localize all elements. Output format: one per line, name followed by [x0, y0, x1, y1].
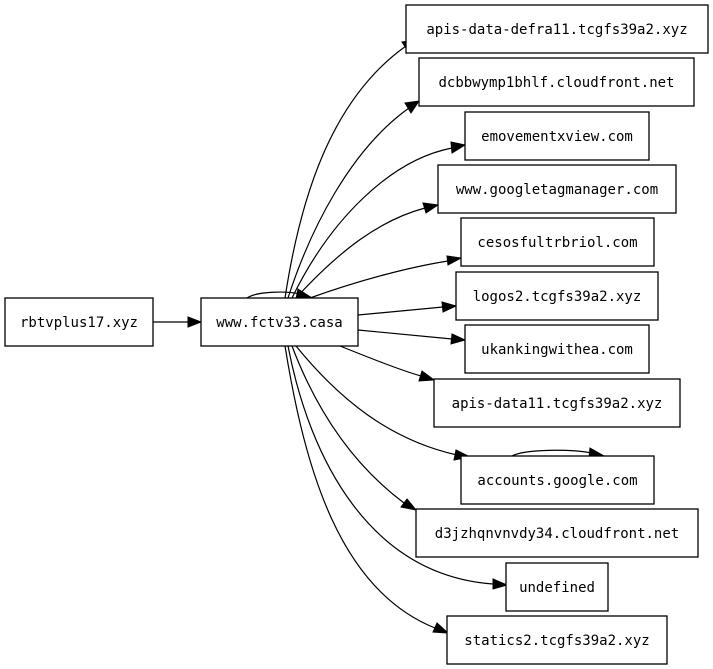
- arrow-head: [418, 370, 436, 382]
- edge-hub-self-loop: [246, 291, 301, 299]
- edge-hub-to-apis-data-defra11: [284, 45, 407, 299]
- edge-hub-to-ukankingwithea: [357, 329, 453, 340]
- arrow-head: [432, 622, 450, 634]
- edge-hub-to-cesosfultrbriol: [309, 260, 449, 299]
- node-label-rbtvplus17: rbtvplus17.xyz: [20, 315, 138, 331]
- node-emovementxview[interactable]: emovementxview.com: [464, 111, 650, 161]
- node-d3jzhqnvnvdy34[interactable]: d3jzhqnvnvdy34.cloudfront.net: [415, 508, 699, 558]
- edge-hub-to-dcbbwymp1bhlf: [287, 107, 410, 299]
- node-rbtvplus17[interactable]: rbtvplus17.xyz: [4, 297, 154, 347]
- arrow-head: [422, 202, 440, 214]
- node-label-apis-data-defra11: apis-data-defra11.tcgfs39a2.xyz: [426, 22, 687, 38]
- edge-hub-to-apis-data11: [339, 345, 422, 377]
- node-label-fctv33: www.fctv33.casa: [216, 315, 342, 331]
- arrow-head: [450, 141, 467, 154]
- arrow-head: [441, 301, 458, 313]
- arrow-head: [404, 100, 421, 114]
- node-label-emovementxview: emovementxview.com: [481, 129, 633, 145]
- nodes: rbtvplus17.xyz www.fctv33.casa apis-data…: [4, 4, 709, 665]
- node-label-accounts-google: accounts.google.com: [477, 473, 637, 489]
- edge-hub-to-statics2: [284, 345, 436, 629]
- node-logos2[interactable]: logos2.tcgfs39a2.xyz: [455, 271, 659, 321]
- node-label-dcbbwymp1bhlf: dcbbwymp1bhlf.cloudfront.net: [438, 75, 674, 91]
- node-cesosfultrbriol[interactable]: cesosfultrbriol.com: [460, 217, 655, 267]
- edge-hub-to-d3jzhqnvnvdy34: [291, 345, 405, 504]
- arrow-head: [187, 316, 203, 328]
- node-ukankingwithea[interactable]: ukankingwithea.com: [464, 324, 650, 374]
- node-apis-data-defra11[interactable]: apis-data-defra11.tcgfs39a2.xyz: [405, 4, 709, 54]
- node-label-ukankingwithea: ukankingwithea.com: [481, 342, 633, 358]
- edges: [153, 39, 606, 634]
- node-googletagmanager[interactable]: www.googletagmanager.com: [437, 164, 677, 214]
- node-dcbbwymp1bhlf[interactable]: dcbbwymp1bhlf.cloudfront.net: [418, 57, 695, 107]
- arrow-head: [400, 498, 418, 511]
- edge-hub-to-accounts-google: [295, 345, 458, 456]
- node-label-undefined: undefined: [519, 580, 595, 596]
- node-label-apis-data11: apis-data11.tcgfs39a2.xyz: [452, 396, 663, 412]
- node-undefined[interactable]: undefined: [505, 562, 609, 612]
- node-label-cesosfultrbriol: cesosfultrbriol.com: [477, 235, 637, 251]
- node-label-d3jzhqnvnvdy34: d3jzhqnvnvdy34.cloudfront.net: [435, 526, 679, 542]
- node-label-logos2: logos2.tcgfs39a2.xyz: [473, 289, 642, 305]
- node-label-statics2: statics2.tcgfs39a2.xyz: [464, 633, 649, 649]
- node-label-googletagmanager: www.googletagmanager.com: [456, 182, 658, 198]
- edge-accounts-google-self-loop: [511, 449, 593, 457]
- edge-hub-to-undefined: [287, 345, 494, 585]
- edge-hub-to-googletagmanager: [295, 207, 426, 299]
- node-fctv33[interactable]: www.fctv33.casa: [200, 297, 359, 347]
- node-apis-data11[interactable]: apis-data11.tcgfs39a2.xyz: [433, 378, 681, 428]
- edge-hub-to-emovementxview: [291, 147, 453, 299]
- node-accounts-google[interactable]: accounts.google.com: [460, 455, 655, 505]
- edge-hub-to-logos2: [357, 306, 444, 316]
- arrow-head: [446, 255, 463, 266]
- node-statics2[interactable]: statics2.tcgfs39a2.xyz: [446, 615, 668, 665]
- arrow-head: [450, 333, 467, 345]
- arrow-head: [492, 578, 509, 590]
